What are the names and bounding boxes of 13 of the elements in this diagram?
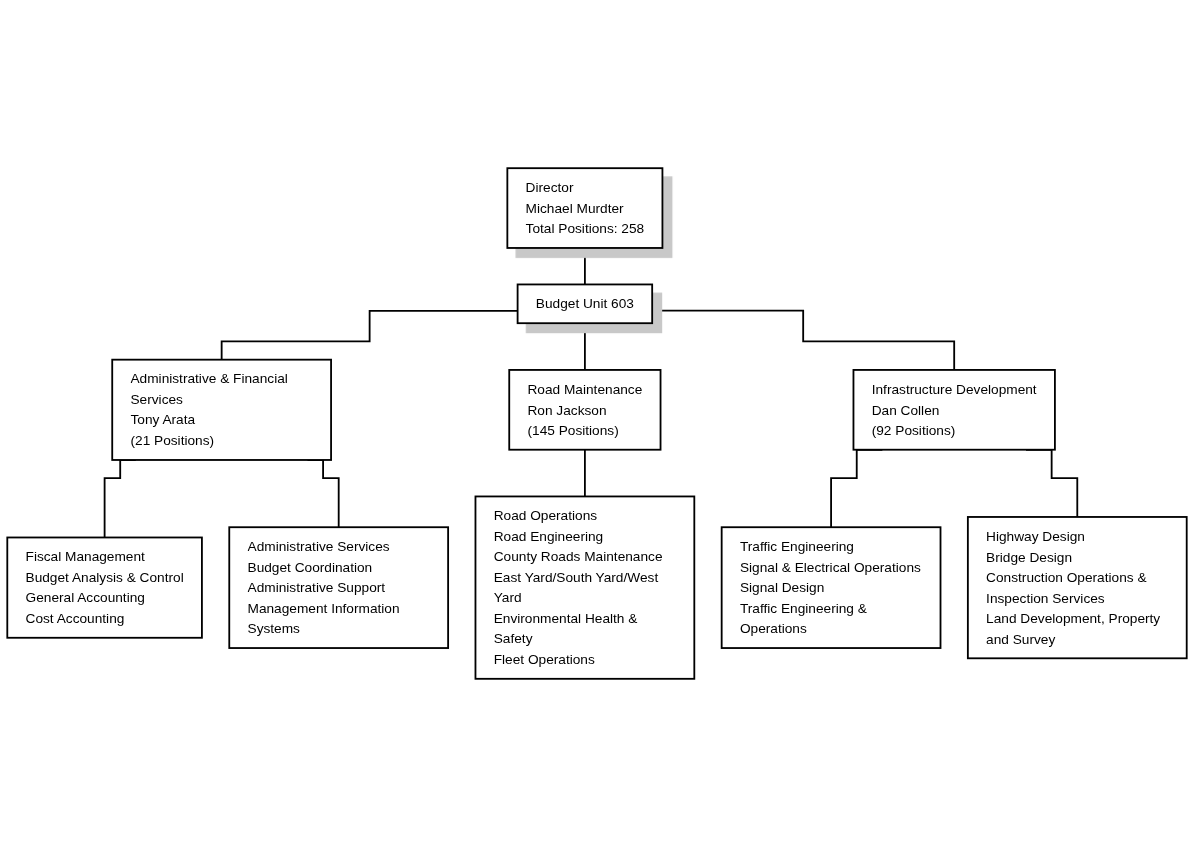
node-box: Budget Unit 603 — [516, 283, 654, 325]
node-box: Highway Design Bridge Design Construction Operations & Inspection Services Land Development, Property and Survey — [966, 516, 1188, 660]
node-box: Traffic Engineering Signal & Electrical Operations Signal Design Traffic Engineering & Operations — [720, 526, 942, 649]
node-box: Infrastructure Development Dan Collen (92 Positions) — [852, 369, 1056, 451]
connector — [584, 448, 586, 498]
node-box: Administrative & Financial Services Tony Arata (21 Positions) — [111, 358, 332, 461]
node-box: Fiscal Management Budget Analysis & Control General Accounting Cost Accounting — [6, 536, 203, 639]
connector — [584, 247, 586, 286]
node-box: Administrative Services Budget Coordination Administrative Support Management Information Systems — [228, 526, 450, 649]
node-box: Road Maintenance Ron Jackson (145 Positions) — [508, 369, 662, 451]
connector — [584, 322, 586, 371]
node-box: Director Michael Murdter Total Positions: 258 — [506, 167, 664, 249]
node-box: Road Operations Road Engineering County Roads Maintenance East Yard/South Yard/West Yard Environmental Health & Safety Fleet Operations — [474, 495, 696, 680]
